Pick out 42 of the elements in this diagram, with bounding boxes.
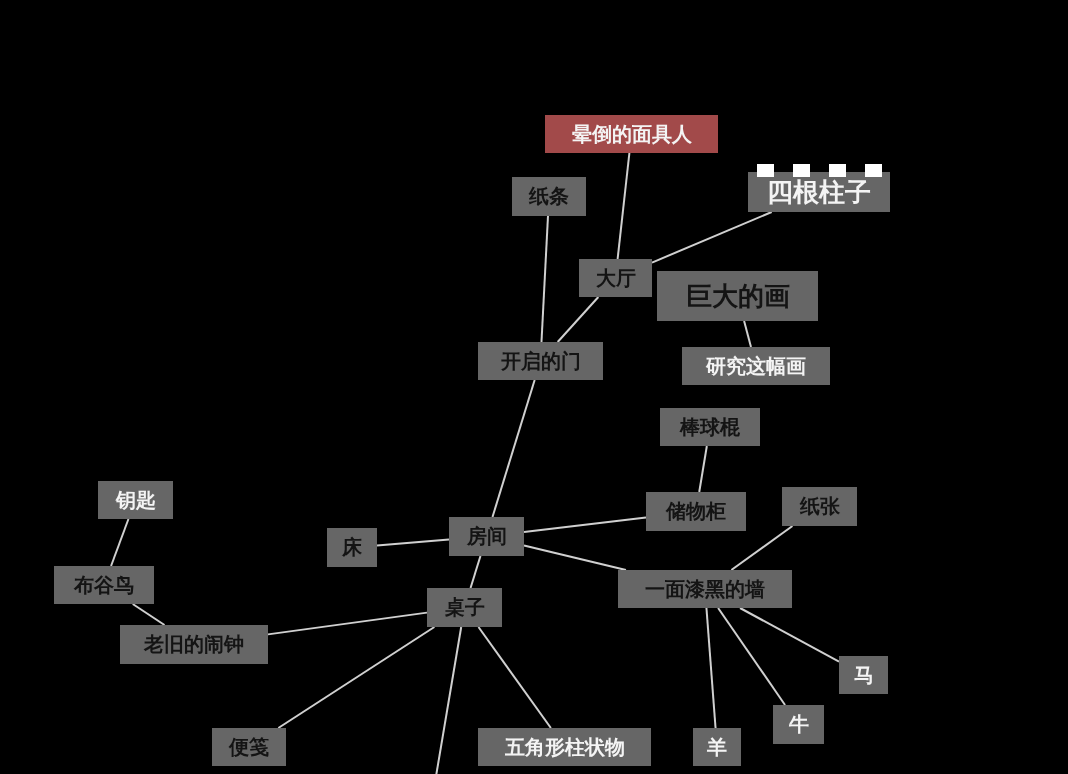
text-box: 巨大的画 <box>657 271 818 321</box>
connector-line <box>491 379 536 518</box>
text-box: 布谷鸟 <box>54 566 154 604</box>
text-box: 房间 <box>449 517 524 556</box>
connector-line <box>698 445 708 493</box>
connector-line <box>477 626 552 729</box>
connector-line <box>739 607 840 663</box>
text-box: 棒球棍 <box>660 408 760 446</box>
text-box: 羊 <box>693 728 741 766</box>
connector-line <box>616 152 631 260</box>
connector-line <box>277 626 436 729</box>
text-box: 五角形柱状物 <box>478 728 651 766</box>
connector-line <box>376 538 450 547</box>
text-box: 马 <box>839 656 888 694</box>
connector-line <box>523 544 627 571</box>
connector-line <box>556 296 600 343</box>
text-box: 四根柱子 <box>748 172 890 212</box>
text-box: 便笺 <box>212 728 286 766</box>
connector-line <box>523 516 647 534</box>
text-box: 纸条 <box>512 177 586 216</box>
text-box: 老旧的闹钟 <box>120 625 268 664</box>
connector-line <box>110 518 130 567</box>
text-box: 大厅 <box>579 259 652 297</box>
connector-line <box>651 211 773 264</box>
text-box: 一面漆黑的墙 <box>618 570 792 608</box>
text-box: 桌子 <box>427 588 502 627</box>
text-box: 牛 <box>773 705 824 744</box>
text-box: 床 <box>327 528 377 567</box>
connector-line <box>540 215 549 343</box>
text-box: 钥匙 <box>98 481 173 519</box>
connector-line <box>743 320 752 348</box>
text-box: 开启的门 <box>478 342 603 380</box>
connector-line <box>717 607 787 706</box>
connector-line <box>469 555 482 589</box>
connector-line <box>131 603 166 626</box>
text-box: 储物柜 <box>646 492 746 531</box>
connector-line <box>705 607 717 729</box>
text-box: 纸张 <box>782 487 857 526</box>
text-box: 晕倒的面具人 <box>545 115 718 153</box>
connector-line <box>267 611 428 636</box>
connector-line <box>730 525 794 571</box>
text-box: 研究这幅画 <box>682 347 830 385</box>
